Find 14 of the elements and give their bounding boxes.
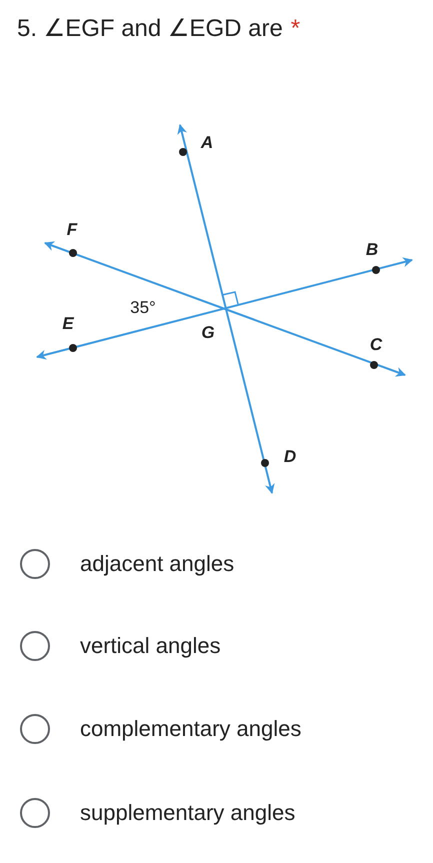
point-label: F <box>66 220 78 240</box>
point-label: A <box>200 133 214 153</box>
option-label: supplementary angles <box>80 800 296 826</box>
angle-measure: 35° <box>130 298 156 318</box>
point-label: E <box>62 314 74 334</box>
question-text: 5. ∠EGF and ∠EGD are <box>17 14 283 43</box>
option-label: adjacent angles <box>80 551 234 577</box>
required-asterisk: * <box>290 15 300 43</box>
option-label: complementary angles <box>80 716 302 742</box>
point-label: C <box>370 335 382 355</box>
point-label: B <box>366 240 378 260</box>
point-label: D <box>284 447 296 467</box>
point-label: G <box>201 323 215 343</box>
option-label: vertical angles <box>80 633 221 659</box>
